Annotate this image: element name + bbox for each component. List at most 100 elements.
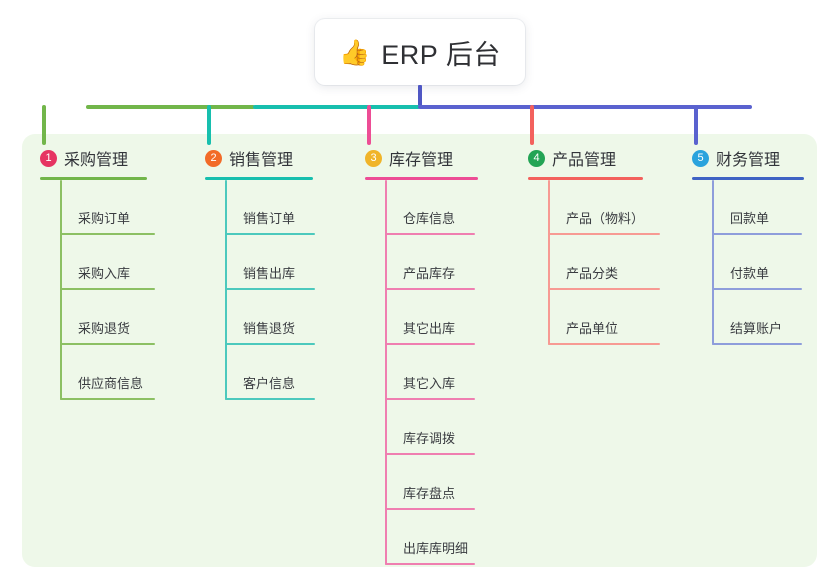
leaf-list-2: 销售订单销售出库销售退货客户信息: [225, 180, 315, 400]
leaf-item-label: 销售订单: [243, 211, 296, 226]
leaf-item-label: 销售出库: [243, 266, 296, 281]
drop-connector-3: [367, 105, 371, 145]
leaf-item-rule: [548, 288, 660, 290]
leaf-item-label: 产品单位: [566, 321, 619, 336]
leaf-item[interactable]: 销售订单: [225, 180, 315, 235]
drop-connector-2: [207, 105, 211, 145]
column-rule-3: [365, 177, 478, 180]
leaf-item[interactable]: 供应商信息: [60, 345, 155, 400]
column-title-4: 产品管理: [552, 152, 617, 169]
leaf-item-label: 仓库信息: [403, 211, 456, 226]
leaf-item[interactable]: 产品单位: [548, 290, 660, 345]
leaf-item[interactable]: 产品（物料）: [548, 180, 660, 235]
leaf-item-label: 出库库明细: [403, 541, 469, 556]
column-badge-2: 2: [205, 149, 222, 167]
leaf-item-label: 产品（物料）: [566, 211, 645, 226]
leaf-item[interactable]: 仓库信息: [385, 180, 478, 235]
leaf-item[interactable]: 销售退货: [225, 290, 315, 345]
column-5: 5 财务管理回款单付款单结算账户: [692, 145, 804, 345]
leaf-spine-5: [712, 180, 714, 345]
leaf-list-5: 回款单付款单结算账户: [712, 180, 804, 345]
root-node[interactable]: 👍 ERP 后台: [315, 19, 525, 85]
root-stem-connector: [418, 85, 422, 107]
leaf-item-label: 采购订单: [78, 211, 131, 226]
leaf-item-rule: [60, 233, 155, 235]
column-rule-2: [205, 177, 313, 180]
column-title-1: 采购管理: [64, 152, 129, 169]
leaf-item[interactable]: 付款单: [712, 235, 804, 290]
leaf-spine-3: [385, 180, 387, 565]
bus-segment-green: [86, 105, 255, 109]
leaf-item[interactable]: 出库库明细: [385, 510, 478, 565]
leaf-item[interactable]: 销售出库: [225, 235, 315, 290]
thumbs-up-icon: 👍: [339, 37, 371, 67]
leaf-item[interactable]: 其它出库: [385, 290, 478, 345]
bus-segment-teal: [253, 105, 420, 109]
leaf-item-rule: [712, 233, 802, 235]
column-badge-5: 5: [692, 149, 709, 167]
leaf-item[interactable]: 采购退货: [60, 290, 155, 345]
leaf-item-rule: [225, 343, 315, 345]
leaf-item[interactable]: 回款单: [712, 180, 804, 235]
column-rule-5: [692, 177, 804, 180]
root-node-title: ERP 后台: [381, 39, 501, 70]
column-header-4[interactable]: 4 产品管理: [528, 145, 643, 171]
leaf-item-label: 其它入库: [403, 376, 456, 391]
leaf-list-1: 采购订单采购入库采购退货供应商信息: [60, 180, 155, 400]
leaf-item-label: 采购入库: [78, 266, 131, 281]
leaf-item-label: 产品库存: [403, 266, 456, 281]
leaf-item-label: 销售退货: [243, 321, 296, 336]
leaf-item-rule: [385, 288, 475, 290]
leaf-item[interactable]: 客户信息: [225, 345, 315, 400]
leaf-item-label: 客户信息: [243, 376, 296, 391]
leaf-item-rule: [548, 343, 660, 345]
leaf-item-label: 采购退货: [78, 321, 131, 336]
leaf-item-label: 库存调拨: [403, 431, 456, 446]
leaf-item-rule: [385, 233, 475, 235]
leaf-spine-4: [548, 180, 550, 345]
leaf-list-4: 产品（物料） 产品分类产品单位: [548, 180, 660, 345]
leaf-item-rule: [712, 288, 802, 290]
leaf-item-label: 产品分类: [566, 266, 619, 281]
column-badge-3: 3: [365, 149, 382, 167]
leaf-item-rule: [225, 398, 315, 400]
column-4: 4 产品管理产品（物料） 产品分类产品单位: [528, 145, 660, 345]
leaf-item-rule: [385, 453, 475, 455]
leaf-item-label: 供应商信息: [78, 376, 144, 391]
leaf-item-rule: [225, 288, 315, 290]
leaf-item-label: 结算账户: [730, 321, 783, 336]
leaf-item-rule: [385, 343, 475, 345]
leaf-item[interactable]: 采购订单: [60, 180, 155, 235]
column-header-5[interactable]: 5 财务管理: [692, 145, 804, 171]
leaf-item[interactable]: 库存调拨: [385, 400, 478, 455]
leaf-item-label: 库存盘点: [403, 486, 456, 501]
column-badge-4: 4: [528, 149, 545, 167]
column-title-5: 财务管理: [716, 152, 781, 169]
leaf-item[interactable]: 产品库存: [385, 235, 478, 290]
leaf-item-rule: [60, 288, 155, 290]
diagram-panel: [22, 134, 817, 567]
leaf-item[interactable]: 采购入库: [60, 235, 155, 290]
leaf-item-rule: [712, 343, 802, 345]
leaf-item-label: 回款单: [730, 211, 770, 226]
leaf-spine-2: [225, 180, 227, 400]
leaf-item[interactable]: 其它入库: [385, 345, 478, 400]
leaf-list-3: 仓库信息产品库存其它出库其它入库库存调拨库存盘点出库库明细: [385, 180, 478, 565]
drop-connector-1: [42, 105, 46, 145]
leaf-item[interactable]: 库存盘点: [385, 455, 478, 510]
leaf-item-rule: [225, 233, 315, 235]
leaf-item[interactable]: 结算账户: [712, 290, 804, 345]
leaf-item-rule: [60, 398, 155, 400]
drop-connector-5: [694, 105, 698, 145]
leaf-item-rule: [385, 508, 475, 510]
leaf-item[interactable]: 产品分类: [548, 235, 660, 290]
drop-connector-4: [530, 105, 534, 145]
leaf-item-label: 付款单: [730, 266, 770, 281]
leaf-item-rule: [60, 343, 155, 345]
